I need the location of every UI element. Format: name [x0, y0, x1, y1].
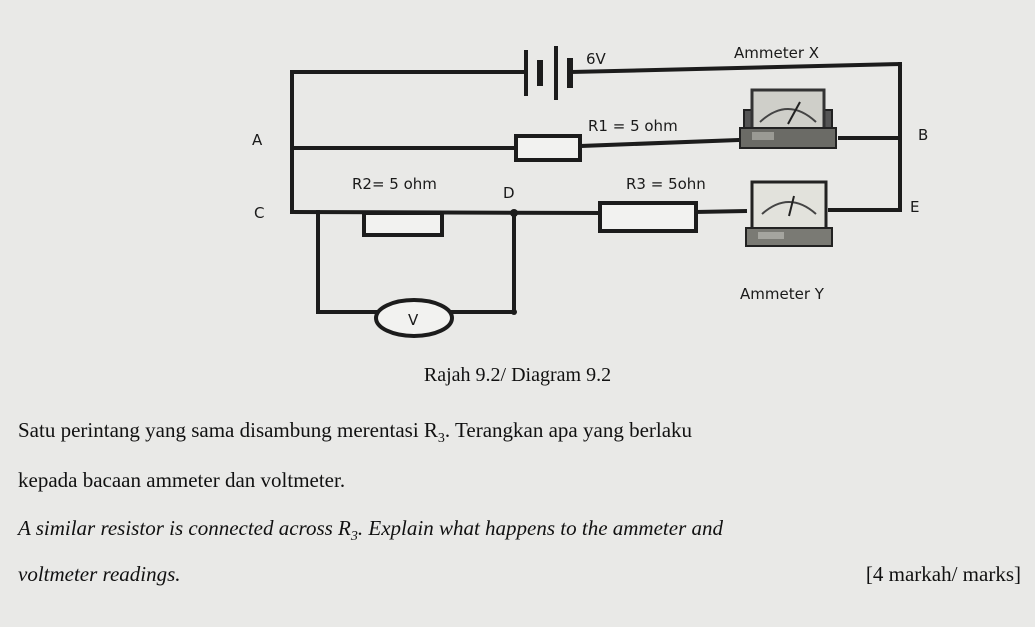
question-english-line2: voltmeter readings.	[18, 562, 181, 586]
marks-label: [4 markah/ marks]	[865, 562, 1021, 586]
resistor-r3	[598, 201, 698, 233]
ammeter-y-label: Ammeter Y	[740, 285, 825, 303]
voltmeter-label: V	[408, 311, 419, 329]
node-e-label: E	[910, 198, 919, 216]
resistor-r2	[362, 211, 444, 237]
r2-label: R2= 5 ohm	[352, 175, 437, 193]
question-malay-line2: kepada bacaan ammeter dan voltmeter.	[18, 468, 346, 492]
node-a-label: A	[252, 131, 263, 149]
node-b-label: B	[918, 126, 928, 144]
battery-label: 6V	[586, 50, 607, 68]
ammeter-y-image	[745, 180, 833, 247]
circuit-diagram: V 6V Ammeter X R1 = 5 ohm R2= 5 ohm R3 =…	[252, 44, 928, 338]
question-malay-line1: Satu perintang yang sama disambung meren…	[18, 418, 693, 447]
node-c-label: C	[254, 204, 264, 222]
voltmeter-symbol	[374, 298, 454, 338]
node-d-junction	[510, 209, 518, 217]
resistor-r1	[514, 134, 582, 162]
r1-label: R1 = 5 ohm	[588, 117, 678, 135]
r3-label: R3 = 5ohn	[626, 175, 706, 193]
battery-symbol	[524, 46, 573, 100]
node-d-label: D	[503, 184, 515, 202]
question-english-line1: A similar resistor is connected across R…	[18, 516, 723, 545]
diagram-caption: Rajah 9.2/ Diagram 9.2	[423, 364, 612, 386]
ammeter-x-image	[739, 88, 837, 149]
ammeter-x-label: Ammeter X	[734, 44, 819, 62]
